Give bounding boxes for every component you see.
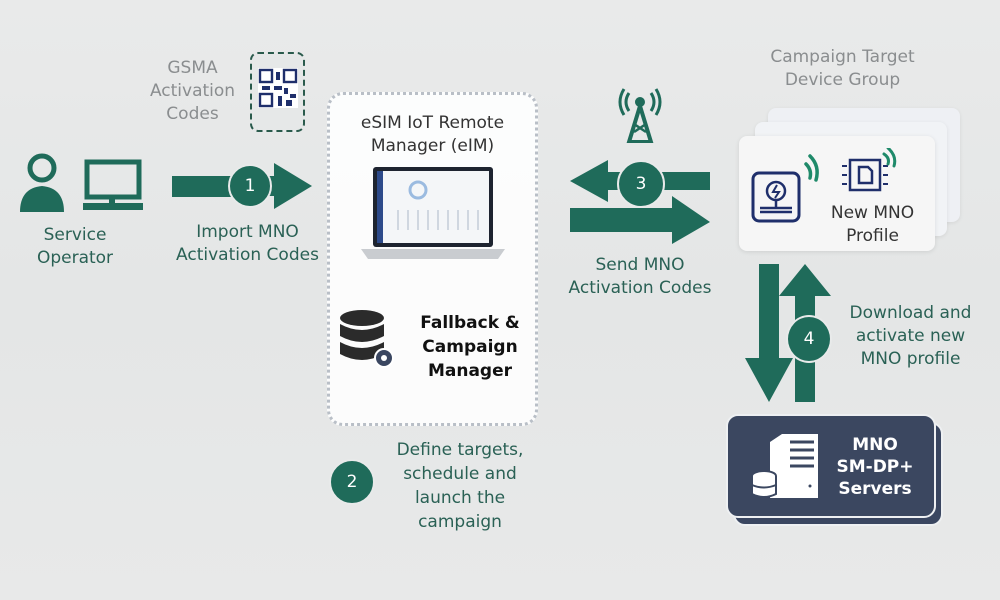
label-line: Fallback & xyxy=(420,313,520,333)
iot-device-icon xyxy=(751,154,819,223)
step4-badge: 4 xyxy=(786,315,832,363)
label-line: SM-DP+ xyxy=(836,457,914,477)
label-line: MNO xyxy=(852,435,898,455)
label-line: Activation Codes xyxy=(568,278,712,298)
label-line: New MNO xyxy=(830,203,915,223)
server-database-icon xyxy=(751,434,818,498)
mno-smdp-server-box xyxy=(726,414,936,518)
new-mno-profile-label: New MNO Profile xyxy=(810,202,935,248)
arrow-right-icon xyxy=(570,196,710,244)
database-gear-icon xyxy=(340,310,394,368)
label-line: Manager xyxy=(427,361,513,381)
step1-label: Import MNO Activation Codes xyxy=(165,221,330,267)
label-line: Service xyxy=(43,225,107,245)
gsma-activation-codes-label: GSMA Activation Codes xyxy=(130,57,255,126)
label-line: Define targets, xyxy=(396,440,524,460)
step4-label: Download and activate new MNO profile xyxy=(838,302,983,371)
step3-badge: 3 xyxy=(617,160,665,208)
step1-arrow-shaft xyxy=(172,176,232,197)
fallback-campaign-manager-label: Fallback & Campaign Manager xyxy=(400,311,540,383)
label-line: Download and xyxy=(849,303,972,323)
label-line: activate new xyxy=(855,326,966,346)
label-line: Campaign xyxy=(422,337,518,357)
arrow-down-icon xyxy=(745,264,793,402)
device-card-front xyxy=(739,136,935,251)
label-line: Import MNO xyxy=(196,222,299,242)
esim-chip-icon xyxy=(842,148,897,192)
label-line: Operator xyxy=(36,248,114,268)
label-line: Servers xyxy=(838,479,912,499)
qr-code-sim-icon xyxy=(250,52,305,132)
label-line: Activation xyxy=(149,81,236,101)
step1-arrow-head xyxy=(262,163,312,209)
label-line: campaign xyxy=(418,512,502,532)
eim-title: eSIM IoT Remote Manager (eIM) xyxy=(330,112,535,158)
label-line: Activation Codes xyxy=(176,245,319,265)
label-line: Send MNO xyxy=(595,255,685,275)
step1-badge: 1 xyxy=(228,164,272,208)
service-operator-label: Service Operator xyxy=(20,224,130,270)
mno-smdp-servers-label: MNO SM-DP+ Servers xyxy=(820,434,930,500)
label-line: MNO profile xyxy=(860,349,961,369)
label-line: GSMA xyxy=(167,58,218,78)
cell-tower-icon xyxy=(618,88,662,143)
campaign-target-group-label: Campaign Target Device Group xyxy=(740,46,945,92)
title-line: Manager (eIM) xyxy=(370,136,495,156)
step2-badge: 2 xyxy=(329,459,375,505)
step2-label: Define targets, schedule and launch the … xyxy=(385,438,535,534)
label-line: Device Group xyxy=(784,70,901,90)
laptop-dashboard-icon xyxy=(361,167,505,259)
label-line: Codes xyxy=(166,104,219,124)
label-line: Campaign Target xyxy=(770,47,915,67)
service-operator-icon xyxy=(20,153,143,212)
label-line: launch the xyxy=(414,488,506,508)
label-line: Profile xyxy=(846,226,899,246)
label-line: schedule and xyxy=(403,464,517,484)
title-line: eSIM IoT Remote xyxy=(360,113,505,133)
step3-label: Send MNO Activation Codes xyxy=(550,254,730,300)
